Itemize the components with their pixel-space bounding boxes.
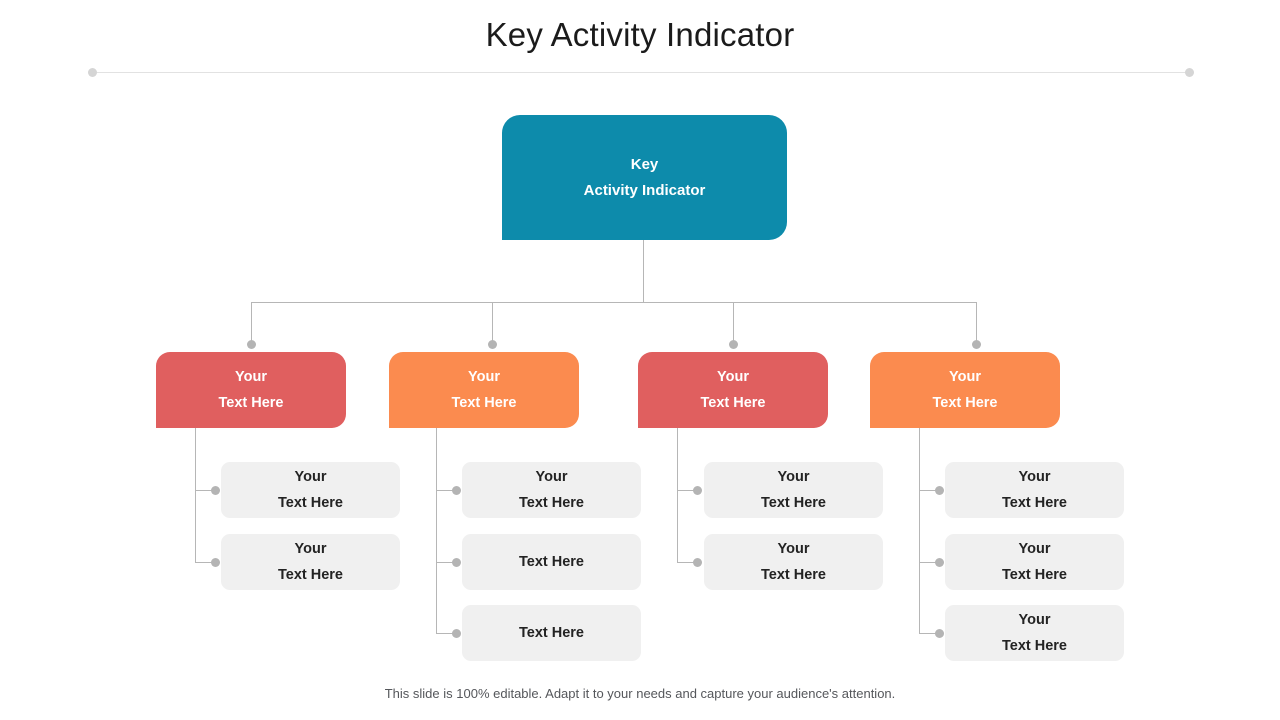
connector-branch-3-spine bbox=[677, 428, 678, 562]
connector-root-stem bbox=[643, 240, 644, 303]
leaf-dot-3-1-icon bbox=[693, 486, 702, 495]
leaf-box-2-1[interactable]: Your Text Here bbox=[462, 462, 641, 518]
leaf-box-4-3-line1: Your bbox=[1018, 612, 1051, 628]
leaf-box-4-1-line1: Your bbox=[1018, 469, 1051, 485]
connector-horizontal-bus bbox=[251, 302, 977, 303]
footer-note: This slide is 100% editable. Adapt it to… bbox=[384, 686, 896, 701]
connector-drop-1 bbox=[251, 302, 252, 344]
leaf-box-3-2-line1: Your bbox=[777, 541, 810, 557]
leaf-box-2-1-line2: Text Here bbox=[518, 495, 584, 511]
branch-box-3-line1: Your bbox=[717, 369, 749, 385]
connector-branch-1-leaf-2 bbox=[195, 562, 217, 563]
connector-branch-2-leaf-1 bbox=[436, 490, 458, 491]
leaf-dot-1-1-icon bbox=[211, 486, 220, 495]
leaf-box-4-2[interactable]: Your Text Here bbox=[945, 534, 1124, 590]
connector-drop-4 bbox=[976, 302, 977, 344]
branch-box-3-line2: Text Here bbox=[700, 395, 766, 411]
connector-branch-4-spine bbox=[919, 428, 920, 633]
root-node-line1: Key bbox=[630, 155, 659, 173]
branch-box-4[interactable]: Your Text Here bbox=[870, 352, 1060, 428]
leaf-box-3-1[interactable]: Your Text Here bbox=[704, 462, 883, 518]
leaf-box-4-3[interactable]: Your Text Here bbox=[945, 605, 1124, 661]
leaf-dot-2-1-icon bbox=[452, 486, 461, 495]
leaf-box-2-3[interactable]: Text Here bbox=[462, 605, 641, 661]
root-node-key-activity-indicator[interactable]: Key Activity Indicator bbox=[502, 115, 787, 240]
connector-branch-1-spine bbox=[195, 428, 196, 562]
branch-box-4-line2: Text Here bbox=[932, 395, 998, 411]
leaf-box-2-3-line2: Text Here bbox=[518, 625, 584, 641]
leaf-box-3-2[interactable]: Your Text Here bbox=[704, 534, 883, 590]
divider-dot-right-icon bbox=[1185, 68, 1194, 77]
branch-dot-2-icon bbox=[488, 340, 497, 349]
leaf-dot-4-1-icon bbox=[935, 486, 944, 495]
leaf-box-2-1-line1: Your bbox=[535, 469, 568, 485]
leaf-dot-2-2-icon bbox=[452, 558, 461, 567]
branch-dot-3-icon bbox=[729, 340, 738, 349]
leaf-dot-4-3-icon bbox=[935, 629, 944, 638]
leaf-box-3-1-line1: Your bbox=[777, 469, 810, 485]
branch-box-3[interactable]: Your Text Here bbox=[638, 352, 828, 428]
page-title: Key Activity Indicator bbox=[485, 16, 795, 53]
leaf-box-2-2[interactable]: Text Here bbox=[462, 534, 641, 590]
connector-branch-3-leaf-2 bbox=[677, 562, 699, 563]
title-divider bbox=[92, 71, 1189, 73]
leaf-box-4-2-line2: Text Here bbox=[1001, 567, 1067, 583]
branch-box-1-line1: Your bbox=[235, 369, 267, 385]
connector-branch-4-leaf-1 bbox=[919, 490, 941, 491]
leaf-box-1-1-line2: Text Here bbox=[277, 495, 343, 511]
branch-box-1-line2: Text Here bbox=[218, 395, 284, 411]
leaf-box-4-2-line1: Your bbox=[1018, 541, 1051, 557]
branch-box-4-line1: Your bbox=[949, 369, 981, 385]
connector-branch-3-leaf-1 bbox=[677, 490, 699, 491]
leaf-box-3-2-line2: Text Here bbox=[760, 567, 826, 583]
root-node-line2: Activity Indicator bbox=[583, 181, 706, 199]
branch-box-1[interactable]: Your Text Here bbox=[156, 352, 346, 428]
leaf-box-4-1[interactable]: Your Text Here bbox=[945, 462, 1124, 518]
leaf-dot-3-2-icon bbox=[693, 558, 702, 567]
divider-dot-left-icon bbox=[88, 68, 97, 77]
leaf-box-4-3-line2: Text Here bbox=[1001, 638, 1067, 654]
leaf-dot-2-3-icon bbox=[452, 629, 461, 638]
branch-box-2-line2: Text Here bbox=[451, 395, 517, 411]
leaf-box-1-1[interactable]: Your Text Here bbox=[221, 462, 400, 518]
leaf-box-1-1-line1: Your bbox=[294, 469, 327, 485]
branch-dot-1-icon bbox=[247, 340, 256, 349]
branch-box-2-line1: Your bbox=[468, 369, 500, 385]
leaf-dot-4-2-icon bbox=[935, 558, 944, 567]
connector-branch-2-spine bbox=[436, 428, 437, 633]
connector-branch-4-leaf-2 bbox=[919, 562, 941, 563]
leaf-box-2-2-line2: Text Here bbox=[518, 554, 584, 570]
leaf-box-4-1-line2: Text Here bbox=[1001, 495, 1067, 511]
connector-branch-4-leaf-3 bbox=[919, 633, 941, 634]
leaf-box-1-2[interactable]: Your Text Here bbox=[221, 534, 400, 590]
leaf-box-1-2-line2: Text Here bbox=[277, 567, 343, 583]
leaf-box-1-2-line1: Your bbox=[294, 541, 327, 557]
connector-branch-1-leaf-1 bbox=[195, 490, 217, 491]
connector-branch-2-leaf-3 bbox=[436, 633, 458, 634]
leaf-box-3-1-line2: Text Here bbox=[760, 495, 826, 511]
leaf-dot-1-2-icon bbox=[211, 558, 220, 567]
connector-drop-3 bbox=[733, 302, 734, 344]
branch-box-2[interactable]: Your Text Here bbox=[389, 352, 579, 428]
connector-drop-2 bbox=[492, 302, 493, 344]
connector-branch-2-leaf-2 bbox=[436, 562, 458, 563]
branch-dot-4-icon bbox=[972, 340, 981, 349]
